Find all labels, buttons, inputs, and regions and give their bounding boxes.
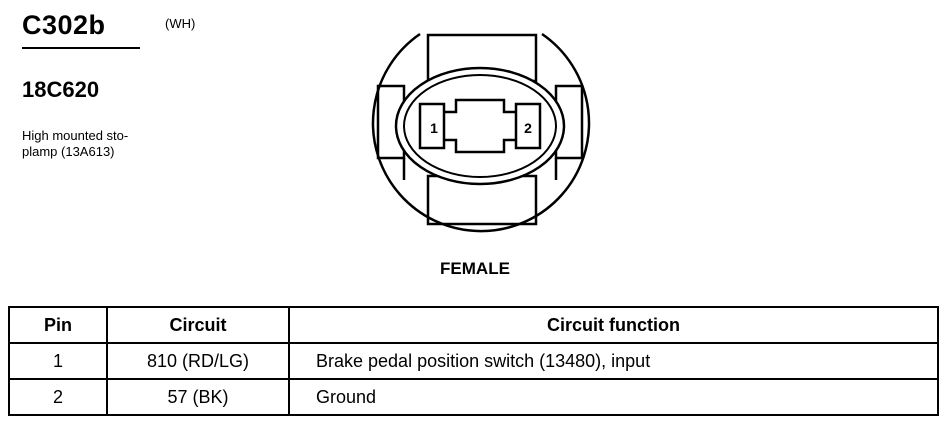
description-line-2: plamp (13A613): [22, 144, 115, 159]
pin-label-1: 1: [430, 120, 438, 136]
connector-face-diagram: 1 2: [371, 32, 591, 233]
part-number: 18C620: [22, 77, 100, 102]
row-circuit: 57 (BK): [106, 378, 290, 416]
table-header-row: Pin Circuit Circuit function: [8, 306, 939, 344]
row-pin: 1: [8, 342, 108, 380]
header-circuit-function: Circuit function: [288, 306, 939, 344]
row-function: Ground: [288, 378, 939, 416]
connector-gender-label: FEMALE: [440, 259, 510, 278]
housing-outer-arc: [371, 32, 591, 233]
mating-face-inner: [403, 74, 557, 178]
description-line-1: High mounted sto-: [22, 128, 129, 143]
table-row: 1 810 (RD/LG) Brake pedal position switc…: [8, 342, 939, 380]
connector-id-underline: [22, 47, 140, 49]
row-circuit: 810 (RD/LG): [106, 342, 290, 380]
header-circuit: Circuit: [106, 306, 290, 344]
row-function: Brake pedal position switch (13480), inp…: [288, 342, 939, 380]
table-row: 2 57 (BK) Ground: [8, 378, 939, 416]
pin-label-2: 2: [524, 120, 532, 136]
row-pin: 2: [8, 378, 108, 416]
connector-color-code: (WH): [165, 16, 196, 31]
connector-id: C302b: [22, 10, 106, 40]
header-pin: Pin: [8, 306, 108, 344]
pinout-table: Pin Circuit Circuit function 1 810 (RD/L…: [8, 306, 939, 416]
pin-cavity-1: [418, 102, 446, 150]
connector-description: High mounted sto- plamp (13A613): [22, 128, 192, 160]
pin-cavity-2: [514, 102, 542, 150]
